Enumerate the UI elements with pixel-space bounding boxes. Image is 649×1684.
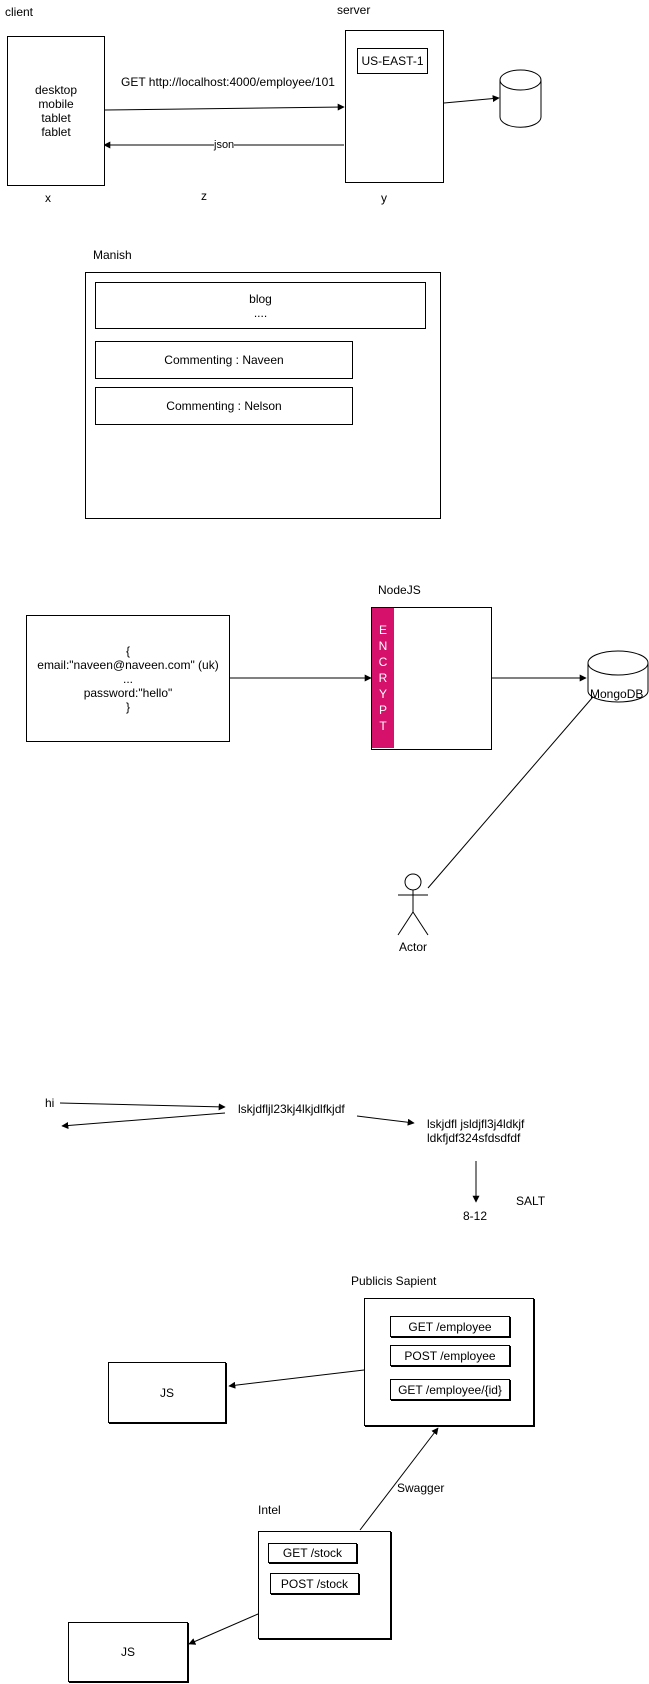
js-client-label-1: JS xyxy=(159,1385,174,1400)
intel-to-js-arrow xyxy=(188,1613,259,1645)
intel-title: Intel xyxy=(258,1503,281,1517)
encrypt-letter: Y xyxy=(378,687,387,701)
endpoint-get-stock-label: GET /stock xyxy=(282,1546,343,1560)
request-arrow xyxy=(104,103,345,111)
actor-to-mongodb-arrow xyxy=(427,675,612,889)
mongodb-cylinder xyxy=(587,650,649,703)
hi-to-hash-arrow xyxy=(59,1102,226,1111)
response-label: json xyxy=(214,138,235,152)
hash-label-2: lskjdfl jsldjfl3j4ldkjf ldkfjdf324sfdsdf… xyxy=(427,1117,525,1145)
payload-text: { email:"naveen@naveen.com" (uk) ... pas… xyxy=(37,643,219,714)
server-to-db-arrow xyxy=(443,95,500,104)
endpoint-get-employee[interactable]: GET /employee xyxy=(390,1316,510,1337)
hi-label: hi xyxy=(45,1096,55,1110)
payload-box[interactable]: { email:"naveen@naveen.com" (uk) ... pas… xyxy=(26,615,230,742)
server-box[interactable]: US-EAST-1 xyxy=(345,30,444,183)
comment-box-nelson[interactable]: Commenting : Nelson xyxy=(95,387,353,425)
endpoint-get-employee-id[interactable]: GET /employee/{id} xyxy=(390,1379,510,1400)
endpoint-get-stock[interactable]: GET /stock xyxy=(268,1543,357,1563)
encrypt-letter: P xyxy=(378,703,387,717)
comment-text-naveen: Commenting : Naveen xyxy=(164,353,284,367)
database-cylinder-1 xyxy=(499,69,542,128)
rounds-label: 8-12 xyxy=(463,1209,488,1223)
sapient-to-js-arrow xyxy=(228,1369,365,1389)
hash-to-back-arrow xyxy=(61,1112,226,1129)
blog-post-box[interactable]: blog .... xyxy=(95,282,426,329)
server-title: server xyxy=(337,3,371,17)
js-client-box-1[interactable]: JS xyxy=(108,1362,226,1423)
js-client-box-2[interactable]: JS xyxy=(68,1622,188,1682)
x-label: x xyxy=(45,191,51,205)
encrypt-letter: E xyxy=(378,623,387,637)
endpoint-post-stock[interactable]: POST /stock xyxy=(270,1573,359,1594)
region-box[interactable]: US-EAST-1 xyxy=(357,48,428,74)
swagger-label: Swagger xyxy=(397,1481,445,1495)
actor-figure xyxy=(397,873,429,936)
z-label: z xyxy=(201,189,207,203)
hash-to-hash2-arrow xyxy=(356,1115,415,1126)
endpoint-get-employee-id-label: GET /employee/{id} xyxy=(398,1382,502,1397)
region-label: US-EAST-1 xyxy=(361,54,424,68)
salt-label: SALT xyxy=(516,1194,546,1208)
blog-post-text: blog .... xyxy=(249,291,272,320)
comment-text-nelson: Commenting : Nelson xyxy=(166,399,282,413)
request-label: GET http://localhost:4000/employee/101 xyxy=(121,75,335,89)
client-title: client xyxy=(5,5,34,19)
mongodb-label: MongoDB xyxy=(590,687,644,701)
y-label: y xyxy=(381,191,387,205)
encrypt-letter: N xyxy=(378,639,388,653)
endpoint-post-stock-label: POST /stock xyxy=(280,1576,349,1591)
hash-label-1: lskjdfljl23kj4lkjdlfkjdf xyxy=(238,1102,345,1116)
actor-label: Actor xyxy=(399,940,428,954)
js-client-label-2: JS xyxy=(120,1645,135,1659)
nodejs-title: NodeJS xyxy=(378,583,421,597)
endpoint-get-employee-label: GET /employee xyxy=(408,1319,492,1334)
comment-box-naveen[interactable]: Commenting : Naveen xyxy=(95,341,353,379)
endpoint-post-employee[interactable]: POST /employee xyxy=(390,1345,510,1366)
client-devices-text: desktop mobile tablet fablet xyxy=(34,83,78,139)
encrypt-letter: R xyxy=(378,671,388,685)
client-box[interactable]: desktop mobile tablet fablet xyxy=(7,36,105,186)
intel-to-sapient-swagger-arrow xyxy=(359,1427,439,1531)
encrypt-letter: C xyxy=(378,655,388,669)
encrypt-letter: T xyxy=(379,719,387,733)
publicis-sapient-title: Publicis Sapient xyxy=(351,1274,437,1288)
blog-owner-title: Manish xyxy=(93,248,132,262)
endpoint-post-employee-label: POST /employee xyxy=(404,1348,496,1363)
